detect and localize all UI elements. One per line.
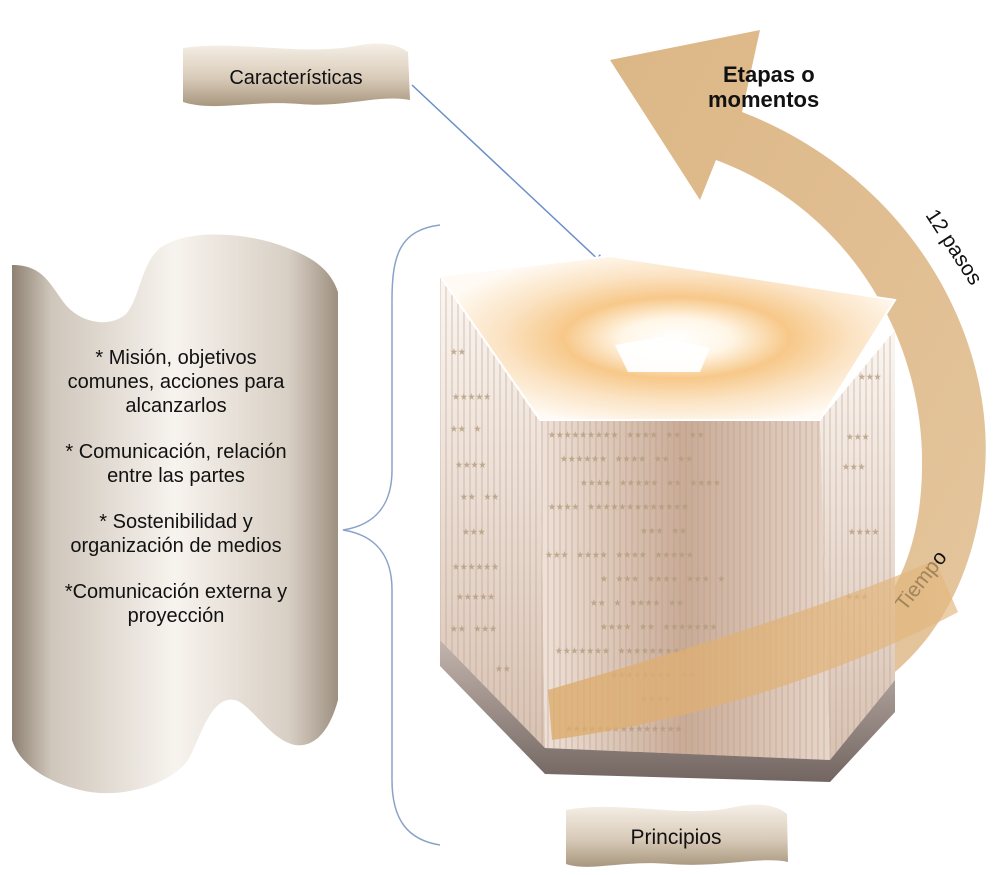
svg-text:★★★: ★★★ xyxy=(462,524,486,539)
principios-label-text: Principios xyxy=(630,826,721,849)
svg-text:★★★ ★★: ★★★ ★★ xyxy=(640,523,687,538)
svg-text:★★: ★★ xyxy=(495,661,511,676)
caracteristicas-connector xyxy=(411,84,605,266)
scroll-item-3-line-2: organización de medios xyxy=(70,535,281,557)
svg-text:★★★★ ★★ ★★★★★★★: ★★★★ ★★ ★★★★★★★ xyxy=(600,619,718,634)
svg-text:★★ ★ ★★★★ ★★: ★★ ★ ★★★★ ★★ xyxy=(590,595,684,610)
svg-text:★★★★: ★★★★ xyxy=(455,457,486,472)
svg-text:★★★: ★★★ xyxy=(858,369,882,384)
curly-brace xyxy=(342,224,441,846)
arrow-title-line-1: Etapas o xyxy=(723,62,815,87)
scroll-item-4-line-2: proyección xyxy=(128,605,225,627)
svg-text:★★★★ ★★★★★ ★★ ★★★★: ★★★★ ★★★★★ ★★ ★★★★ xyxy=(580,475,721,490)
svg-text:★ ★★★ ★★★★ ★★★ ★: ★ ★★★ ★★★★ ★★★ ★ xyxy=(600,571,725,586)
scroll-item-1-line-2: comunes, acciones para xyxy=(68,371,286,393)
svg-text:★★★★★★★ ★★★★★★★★★: ★★★★★★★ ★★★★★★★★★ xyxy=(555,643,688,658)
svg-text:★★★ ★★★★ ★★★★ ★★★★★: ★★★ ★★★★ ★★★★ ★★★★★ xyxy=(545,547,694,562)
scroll-shape xyxy=(12,234,338,794)
stages-arrow-shape xyxy=(610,30,986,742)
svg-text:★★★★★★★★★ ★★★★ ★★ ★★: ★★★★★★★★★ ★★★★ ★★ ★★ xyxy=(548,427,705,442)
svg-text:★★★★★★: ★★★★★★ xyxy=(452,559,499,574)
svg-text:★★ ★: ★★ ★ xyxy=(450,421,481,436)
prism: ★★★★★★★★★ ★★★★ ★★ ★★ ★★★★★★ ★★★★ ★★ ★★ ★… xyxy=(438,254,958,782)
arrow-title-line-2: momentos xyxy=(708,87,819,112)
principios-label: Principios xyxy=(566,804,788,867)
svg-text:★★ ★★: ★★ ★★ xyxy=(460,489,499,504)
prism-top xyxy=(438,254,897,421)
caracteristicas-label-shape xyxy=(183,43,410,107)
scroll-item-2-line-1: * Comunicación, relación xyxy=(65,441,286,463)
caracteristicas-label: Características xyxy=(183,43,410,107)
svg-text:★★★: ★★★ xyxy=(846,429,870,444)
svg-text:★★★★ ★★★★★★★★★★★★★: ★★★★ ★★★★★★★★★★★★★ xyxy=(548,499,689,514)
svg-text:★★★★★: ★★★★★ xyxy=(456,589,495,604)
time-band xyxy=(548,560,958,740)
scroll-item-2-line-2: entre las partes xyxy=(107,465,245,487)
svg-text:★★★★★: ★★★★★ xyxy=(452,389,491,404)
scroll-item-1-line-1: * Misión, objetivos xyxy=(95,347,256,369)
svg-text:★★: ★★ xyxy=(450,344,466,359)
scroll-item-3-line-1: * Sostenibilidad y xyxy=(99,511,252,533)
svg-text:★★★★★★ ★★★★ ★★ ★★: ★★★★★★ ★★★★ ★★ ★★ xyxy=(560,451,693,466)
principios-label-shape xyxy=(566,804,788,867)
prism-base xyxy=(440,640,895,782)
caracteristicas-label-text: Características xyxy=(229,67,362,89)
svg-text:★★★: ★★★ xyxy=(842,459,866,474)
scroll-item-1-line-3: alcanzarlos xyxy=(125,395,226,417)
scroll-item-4-line-1: *Comunicación externa y xyxy=(65,581,287,603)
svg-text:★★★★: ★★★★ xyxy=(848,524,879,539)
prism-top-highlight xyxy=(615,337,710,372)
svg-text:★★ ★★★: ★★ ★★★ xyxy=(450,621,497,636)
